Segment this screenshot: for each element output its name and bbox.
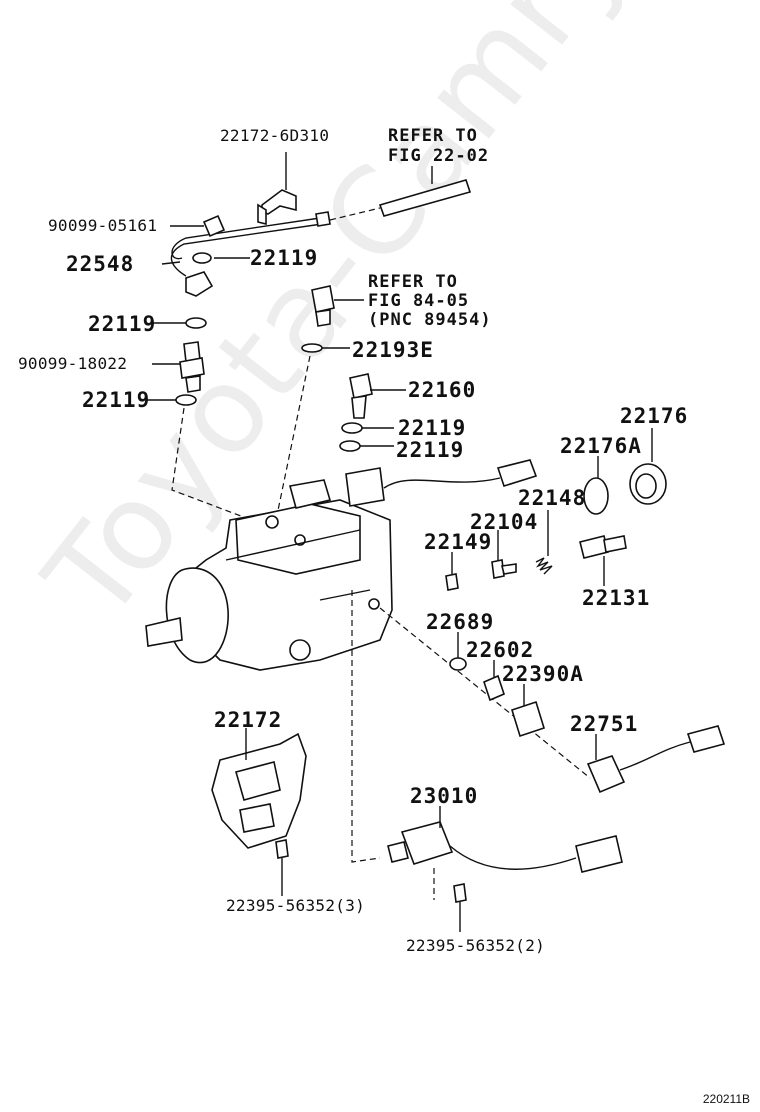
gasket-22119-top[interactable] xyxy=(192,252,212,264)
part-label-23010[interactable]: 23010 xyxy=(410,784,479,808)
part-label-22193E[interactable]: 22193E xyxy=(352,338,434,362)
gasket-22172[interactable] xyxy=(211,732,307,849)
injection-pump-body[interactable] xyxy=(145,467,393,671)
bolt-22104[interactable] xyxy=(491,559,517,579)
valve-22160[interactable] xyxy=(349,373,373,419)
oring-22176A[interactable] xyxy=(583,477,609,515)
part-label-22119-d[interactable]: 22119 xyxy=(398,416,467,440)
label-leaders xyxy=(146,152,653,932)
sensor-22751[interactable] xyxy=(586,725,726,794)
part-label-22149[interactable]: 22149 xyxy=(424,530,493,554)
part-label-22689[interactable]: 22689 xyxy=(426,610,495,634)
part-label-22176[interactable]: 22176 xyxy=(620,404,689,428)
bracket-22172-6D310[interactable] xyxy=(257,189,297,226)
ref-fig-22-02-line2: FIG 22-02 xyxy=(388,146,490,166)
oring-22689[interactable] xyxy=(449,657,467,671)
leader-dash-right xyxy=(379,607,591,779)
part-label-22160[interactable]: 22160 xyxy=(408,378,477,402)
figure-code: 220211B xyxy=(702,1092,750,1106)
sensor-top[interactable] xyxy=(311,285,335,327)
part-label-22602[interactable]: 22602 xyxy=(466,638,535,662)
leader-dash-mid xyxy=(275,355,311,521)
part-label-22119-e[interactable]: 22119 xyxy=(396,438,465,462)
plug-22176[interactable] xyxy=(629,463,667,505)
gasket-22119-e[interactable] xyxy=(339,440,361,452)
part-label-22395-56352-2[interactable]: 22395-56352(2) xyxy=(406,936,546,955)
piston-22131[interactable] xyxy=(579,535,627,559)
spring-22148[interactable] xyxy=(535,557,553,575)
part-label-90099-18022[interactable]: 90099-18022 xyxy=(18,354,128,373)
oring-22193E[interactable] xyxy=(301,343,323,353)
ref-fig-22-02-line1: REFER TO xyxy=(388,126,478,146)
part-label-22131[interactable]: 22131 xyxy=(582,586,651,610)
plug-22149[interactable] xyxy=(445,573,459,591)
part-label-22148[interactable]: 22148 xyxy=(518,486,587,510)
screw-22395-b[interactable] xyxy=(453,883,467,903)
gasket-22119-b[interactable] xyxy=(185,317,207,329)
screw-22395-a[interactable] xyxy=(275,839,289,859)
fuel-hose[interactable] xyxy=(378,179,472,217)
ref-fig-84-05-line1: REFER TO xyxy=(368,272,458,292)
gasket-22119-c[interactable] xyxy=(175,394,197,406)
part-label-22751[interactable]: 22751 xyxy=(570,712,639,736)
leader-dash-left xyxy=(171,407,279,531)
leader-dash-hose xyxy=(329,207,381,221)
part-label-22172[interactable]: 22172 xyxy=(214,708,283,732)
gasket-22119-d[interactable] xyxy=(341,422,363,434)
pump-harness[interactable] xyxy=(383,459,538,489)
sensor-23010[interactable] xyxy=(387,821,623,873)
screen-22602[interactable] xyxy=(483,674,505,702)
part-label-22176A[interactable]: 22176A xyxy=(560,434,642,458)
part-label-22172-6D310[interactable]: 22172-6D310 xyxy=(220,126,330,145)
part-label-22119-b[interactable]: 22119 xyxy=(88,312,157,336)
ref-fig-84-05-line2: FIG 84-05 xyxy=(368,291,470,311)
fuel-pipe-22548[interactable] xyxy=(170,211,331,297)
part-label-22548[interactable]: 22548 xyxy=(66,252,135,276)
clamp-90099-05161[interactable] xyxy=(202,214,226,238)
part-label-22395-56352-3[interactable]: 22395-56352(3) xyxy=(226,896,366,915)
part-label-22119-a[interactable]: 22119 xyxy=(250,246,319,270)
part-label-22119-c[interactable]: 22119 xyxy=(82,388,151,412)
ref-fig-84-05-line3: (PNC 89454) xyxy=(368,310,492,330)
leader-dash-vertical xyxy=(351,590,381,863)
valve-22390A[interactable] xyxy=(511,700,545,738)
union-bolt-90099-18022[interactable] xyxy=(179,341,205,393)
part-label-22104[interactable]: 22104 xyxy=(470,510,539,534)
part-label-22390A[interactable]: 22390A xyxy=(502,662,584,686)
part-label-90099-05161[interactable]: 90099-05161 xyxy=(48,216,158,235)
